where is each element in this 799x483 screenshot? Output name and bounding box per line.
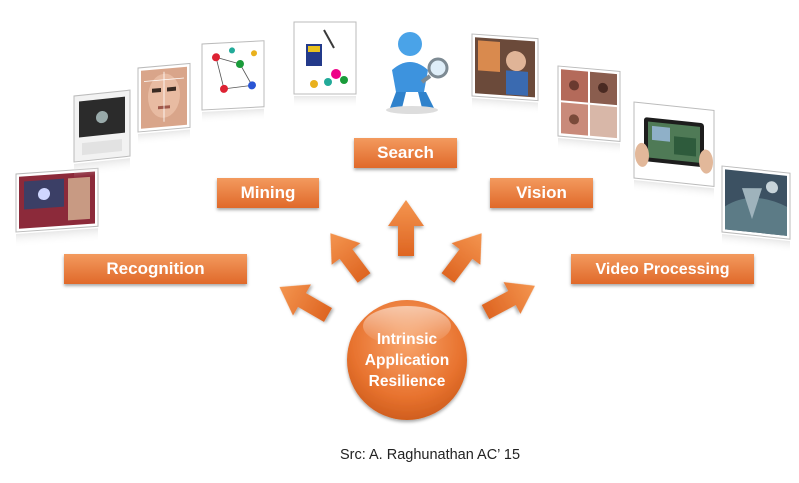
source-citation: Src: A. Raghunathan AC’ 15	[340, 447, 521, 463]
arrow-to-vision	[441, 233, 482, 283]
hub-circle	[347, 300, 467, 420]
search-label: Search	[354, 138, 457, 168]
desktop-screen-image	[15, 167, 99, 248]
hub-line-2: Application	[364, 351, 450, 369]
mining-label: Mining	[217, 178, 319, 208]
arrow-to-recognition	[279, 284, 332, 322]
recognition-label-text: Recognition	[106, 259, 205, 278]
arrow-to-video-processing	[481, 282, 535, 320]
vision-label-text: Vision	[516, 183, 567, 202]
search-label-text: Search	[377, 143, 434, 162]
vision-label: Vision	[490, 178, 593, 208]
tablet-video-image	[633, 101, 715, 201]
hub-line-3: Resilience	[368, 372, 446, 390]
video-processing-label-text: Video Processing	[595, 261, 730, 278]
search-figure-magnifier-image	[386, 32, 449, 114]
surveillance-scene-image	[721, 165, 791, 254]
social-network-graph-image	[201, 40, 265, 124]
hub-line-1: Intrinsic	[376, 330, 438, 348]
video-processing-label: Video Processing	[571, 254, 754, 284]
arrow-to-search	[388, 200, 424, 256]
face-collage-image	[557, 65, 621, 156]
white-device-image	[73, 89, 131, 178]
hub-text: Intrinsic Application Resilience	[347, 300, 467, 420]
mining-label-text: Mining	[240, 183, 296, 202]
recognition-label: Recognition	[64, 254, 247, 284]
arrow-to-mining	[330, 233, 371, 283]
person-photo-image	[471, 33, 539, 115]
data-mining-image	[293, 21, 357, 108]
face-recognition-image	[137, 62, 191, 146]
